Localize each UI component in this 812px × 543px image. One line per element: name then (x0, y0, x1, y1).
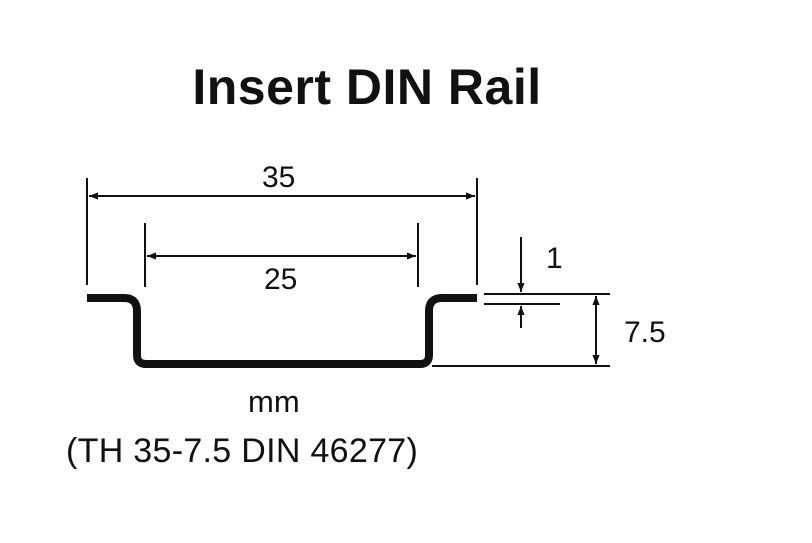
thickness-label: 1 (546, 242, 563, 275)
outer-width-label: 35 (262, 161, 295, 194)
unit-label: mm (248, 384, 300, 419)
standard-label: (TH 35-7.5 DIN 46277) (66, 432, 419, 470)
height-label: 7.5 (624, 316, 666, 349)
rail-profile (87, 294, 477, 368)
diagram-title: Insert DIN Rail (192, 59, 542, 115)
inner-width-label: 25 (264, 263, 297, 296)
